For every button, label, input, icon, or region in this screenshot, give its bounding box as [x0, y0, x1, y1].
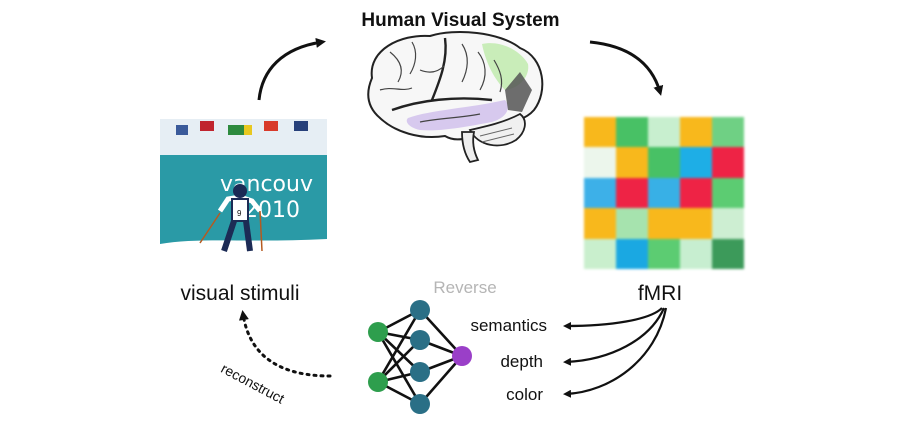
reverse-label: Reverse: [433, 278, 497, 297]
fmri-voxel: [616, 147, 648, 178]
fmri-voxel: [616, 177, 648, 209]
fmri-voxel: [712, 177, 744, 209]
stimulus-photo: vancouv 2010 9: [160, 119, 327, 270]
fmri-voxel: [712, 117, 744, 148]
hidden-node: [410, 330, 430, 350]
temporal-purple-region: [406, 100, 508, 131]
fmri-voxel: [712, 147, 744, 178]
fmri-label: fMRI: [637, 282, 683, 305]
hidden-node: [410, 362, 430, 382]
fmri-voxel: [648, 177, 680, 209]
fmri-voxel: [680, 147, 712, 178]
fmri-voxel: [648, 117, 680, 148]
fmri-voxel: [584, 147, 616, 178]
output-node: [452, 346, 472, 366]
arrow-brain-to-fmri: [589, 40, 664, 96]
input-node: [368, 322, 388, 342]
fmri-voxel: [616, 238, 648, 269]
arrow-stimuli-to-brain: [257, 37, 326, 101]
fmri-voxel: [616, 208, 648, 239]
fmri-voxel: [584, 117, 616, 148]
input-node: [368, 372, 388, 392]
hidden-node: [410, 394, 430, 414]
fmri-voxel: [584, 177, 616, 209]
brain-illustration: [367, 31, 544, 164]
fmri-voxel: [648, 147, 680, 178]
fmri-voxel: [584, 208, 616, 239]
depth-label: depth: [500, 352, 543, 371]
bib-number: 9: [237, 209, 242, 218]
fmri-voxel: [680, 177, 712, 209]
fmri-voxel: [584, 238, 616, 269]
fmri-voxel: [648, 208, 680, 239]
fmri-grid: [584, 117, 744, 269]
fmri-voxel: [712, 208, 744, 239]
fmri-voxel: [648, 238, 680, 269]
fmri-output-arrows: [563, 307, 668, 398]
arrow-reconstruct: [238, 310, 332, 378]
fmri-voxel: [712, 238, 744, 269]
color-label: color: [506, 385, 543, 404]
fmri-voxel: [616, 117, 648, 148]
hidden-node: [410, 300, 430, 320]
fmri-voxel: [680, 208, 712, 239]
skier-illustration: vancouv 2010 9: [160, 119, 327, 270]
semantics-label: semantics: [470, 316, 547, 335]
fmri-voxel: [680, 238, 712, 269]
visual-stimuli-label: visual stimuli: [180, 282, 300, 305]
fmri-voxel: [680, 117, 712, 148]
diagram-title: Human Visual System: [361, 10, 560, 31]
